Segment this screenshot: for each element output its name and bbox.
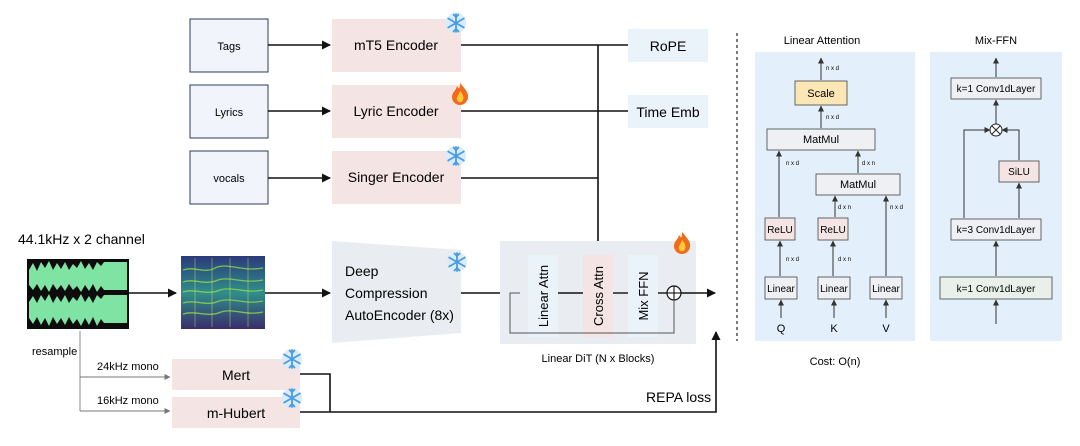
- dim-label: n x d: [786, 161, 799, 167]
- singer-encoder-box: [332, 151, 461, 204]
- conv-k1-bottom-box: [939, 276, 1053, 300]
- audio-format-label: 44.1kHz x 2 channel: [18, 231, 145, 247]
- mix-ffn-box: [628, 255, 658, 337]
- silu-label: SiLU: [1008, 167, 1030, 178]
- lyrics-input-box: [189, 84, 269, 139]
- snowflake-icon: [281, 387, 303, 409]
- mt5-encoder-box: [332, 19, 461, 72]
- tags-label: Tags: [217, 41, 241, 53]
- snowflake-icon: [446, 251, 468, 273]
- dcae-label-line1: Deep: [345, 263, 379, 279]
- conv-k3-box: [950, 218, 1042, 241]
- dim-label: d x n: [838, 257, 851, 263]
- v-label: V: [882, 323, 890, 335]
- dit-caption: Linear DiT (N x Blocks): [542, 353, 655, 365]
- waveform-image: [27, 259, 129, 329]
- dim-label: n x d: [786, 257, 799, 263]
- mono24-label: 24kHz mono: [97, 361, 159, 373]
- conv-k3-label: k=3 Conv1dLayer: [957, 225, 1036, 236]
- dim-label: d x n: [838, 205, 851, 211]
- linear-v-box: [869, 276, 903, 300]
- time-emb-box: [628, 95, 708, 128]
- relu-k-label: ReLU: [820, 225, 846, 236]
- mix-ffn-title: Mix-FFN: [975, 35, 1017, 47]
- dcae-label-line3: AutoEncoder (8x): [345, 307, 454, 323]
- conv-k1-top-label: k=1 Conv1dLayer: [957, 84, 1036, 95]
- spectrogram-image: [181, 256, 265, 329]
- mhubert-label: m-Hubert: [207, 405, 265, 421]
- linear-k-box: [817, 276, 851, 300]
- vocals-input-box: [189, 150, 269, 205]
- dim-label: n x d: [890, 205, 903, 211]
- matmul-top-box: [766, 128, 876, 151]
- scale-label: Scale: [807, 88, 835, 100]
- snowflake-icon: [281, 348, 303, 370]
- lyric-encoder-label: Lyric Encoder: [353, 103, 438, 119]
- singer-encoder-label: Singer Encoder: [348, 169, 445, 185]
- dcae-shape: [332, 241, 461, 343]
- relu-k-box: [817, 217, 849, 241]
- dim-label: d x n: [862, 161, 875, 167]
- residual-loop-line: [509, 292, 675, 334]
- matmul-top-label: MatMul: [803, 134, 839, 146]
- dim-label: n x d: [826, 66, 839, 72]
- repa-loss-label: REPA loss: [646, 389, 711, 405]
- relu-q-label: ReLU: [767, 225, 793, 236]
- mix-ffn-label: Mix FFN: [636, 271, 651, 320]
- mt5-encoder-label: mT5 Encoder: [354, 37, 438, 53]
- conv-k1-top-box: [950, 77, 1042, 100]
- dim-label: n x d: [826, 115, 839, 121]
- linear-q-box: [764, 276, 798, 300]
- linear-k-label: Linear: [820, 284, 848, 295]
- fire-icon: [674, 232, 691, 254]
- dcae-label-line2: Compression: [345, 285, 427, 301]
- linear-attn-box: [528, 255, 558, 337]
- mhubert-box: [172, 397, 300, 428]
- matmul-bottom-box: [815, 173, 901, 196]
- mert-label: Mert: [222, 367, 250, 383]
- rope-label: RoPE: [650, 38, 687, 54]
- conv-k1-bottom-label: k=1 Conv1dLayer: [957, 284, 1036, 295]
- q-label: Q: [777, 323, 786, 335]
- cost-label: Cost: O(n): [810, 356, 861, 368]
- tags-input-box: [189, 18, 269, 73]
- linear-attn-label: Linear Attn: [536, 265, 551, 327]
- linear-attention-title: Linear Attention: [784, 35, 860, 47]
- cross-attn-box: [583, 255, 613, 337]
- vocals-label: vocals: [213, 173, 245, 185]
- k-label: K: [830, 323, 838, 335]
- lyric-encoder-box: [332, 85, 461, 138]
- snowflake-icon: [445, 145, 467, 167]
- linear-q-label: Linear: [767, 284, 795, 295]
- time-emb-label: Time Emb: [636, 104, 699, 120]
- relu-q-box: [764, 217, 796, 241]
- rope-box: [628, 29, 708, 62]
- mert-output-line: [300, 373, 331, 412]
- matmul-bottom-label: MatMul: [840, 179, 876, 191]
- linear-v-label: Linear: [872, 284, 900, 295]
- cross-attn-label: Cross Attn: [591, 266, 606, 326]
- mert-box: [172, 359, 300, 390]
- snowflake-icon: [445, 12, 467, 34]
- lyrics-label: Lyrics: [215, 107, 244, 119]
- mono16-label: 16kHz mono: [97, 395, 159, 407]
- resample-label: resample: [32, 346, 77, 358]
- silu-box: [998, 160, 1040, 183]
- scale-box: [794, 80, 848, 106]
- repa-loss-arrow: [300, 331, 721, 413]
